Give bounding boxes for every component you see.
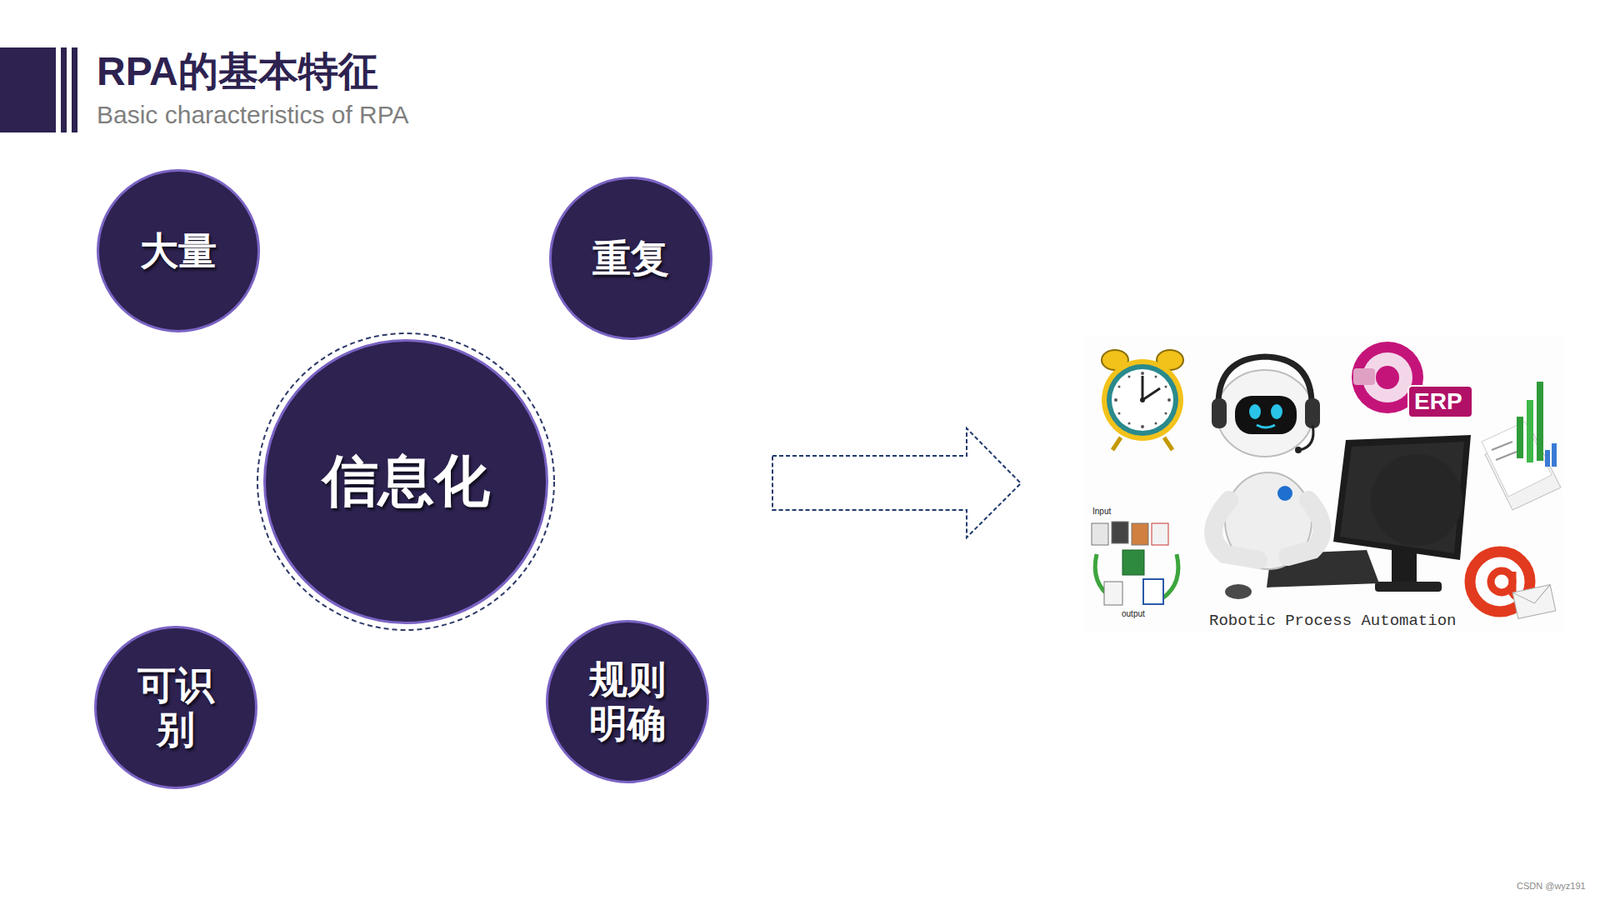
erp-icon bbox=[1351, 341, 1473, 418]
rpa-illustration bbox=[1083, 336, 1564, 633]
core-circle: 信息化 bbox=[263, 339, 549, 625]
illustration-caption: Robotic Process Automation bbox=[1209, 612, 1456, 630]
title-block bbox=[0, 47, 56, 133]
subtitle: Basic characteristics of RPA bbox=[96, 100, 410, 129]
feature-circle: 大量 bbox=[96, 169, 260, 333]
watermark: CSDN @wyz191 bbox=[1516, 880, 1586, 891]
files-icon bbox=[1091, 521, 1179, 605]
chart-icon bbox=[1481, 381, 1561, 510]
title-bar bbox=[71, 47, 78, 133]
node-label: 可识 别 bbox=[130, 663, 222, 752]
page-title: RPA的基本特征 bbox=[96, 50, 379, 95]
feature-circle: 可识 别 bbox=[94, 625, 258, 790]
feature-circle: 重复 bbox=[549, 176, 713, 340]
block-arrow bbox=[772, 428, 1021, 538]
erp-badge-text: ERP bbox=[1414, 389, 1463, 415]
node-label: 信息化 bbox=[322, 449, 490, 514]
mouse-icon bbox=[1225, 584, 1252, 600]
node-label: 大量 bbox=[140, 229, 217, 274]
node-label: 重复 bbox=[592, 236, 670, 281]
clock-icon bbox=[1101, 350, 1184, 450]
feature-circle: 规则 明确 bbox=[545, 620, 710, 784]
node-label: 规则 明确 bbox=[581, 657, 674, 746]
dashed-ring bbox=[257, 333, 555, 630]
icon-caption: output bbox=[1121, 609, 1145, 619]
robot-icon bbox=[1211, 356, 1322, 570]
email-icon bbox=[1470, 551, 1556, 619]
title-bar bbox=[60, 47, 67, 133]
icon-caption: Input bbox=[1092, 506, 1111, 516]
